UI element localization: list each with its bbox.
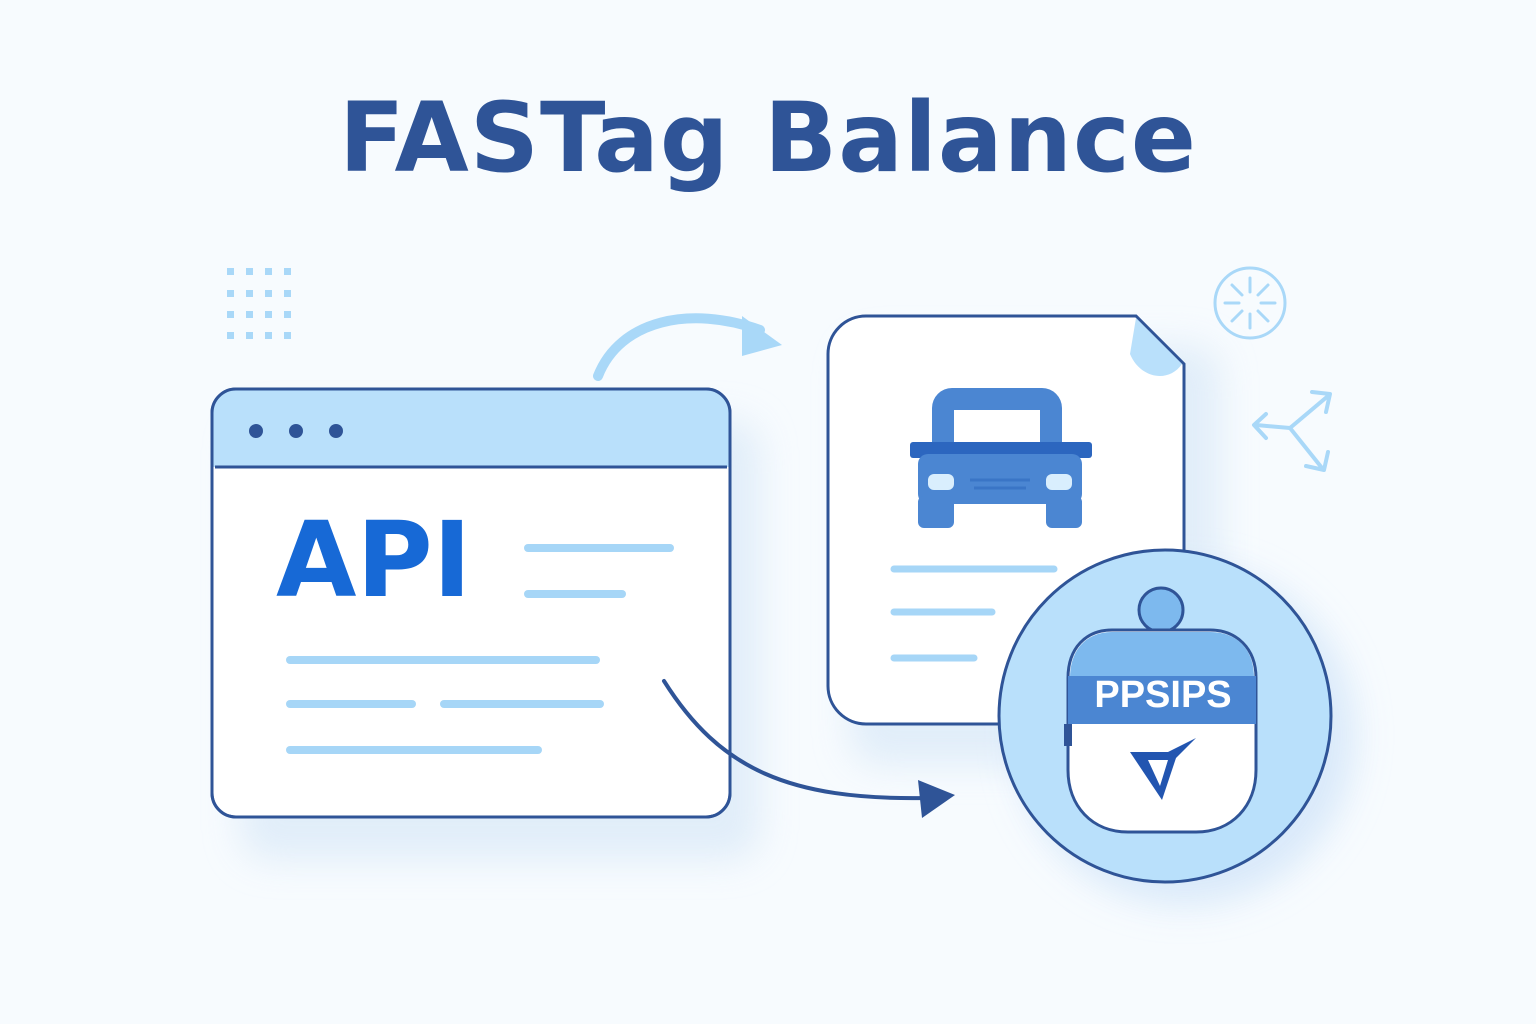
checkmark-icon [1130,738,1196,800]
window-dot [329,424,343,438]
api-window [210,387,732,819]
fastag-tag-icon [1064,586,1258,834]
window-dot [289,424,303,438]
text-lines [286,544,674,754]
arc-arrow-top [593,313,765,381]
api-label: API [276,499,472,621]
fastag-label: PPSIPS [1094,674,1232,716]
arc-arrow-bottom [662,679,927,801]
sparkle-icon [1213,266,1287,340]
branch-arrows-icon [1252,390,1332,472]
car-icon [910,388,1092,528]
page-title: FASTag Balance [338,82,1198,194]
window-dot [249,424,263,438]
dot-grid-decoration [227,268,291,339]
fastag-badge [997,548,1333,884]
